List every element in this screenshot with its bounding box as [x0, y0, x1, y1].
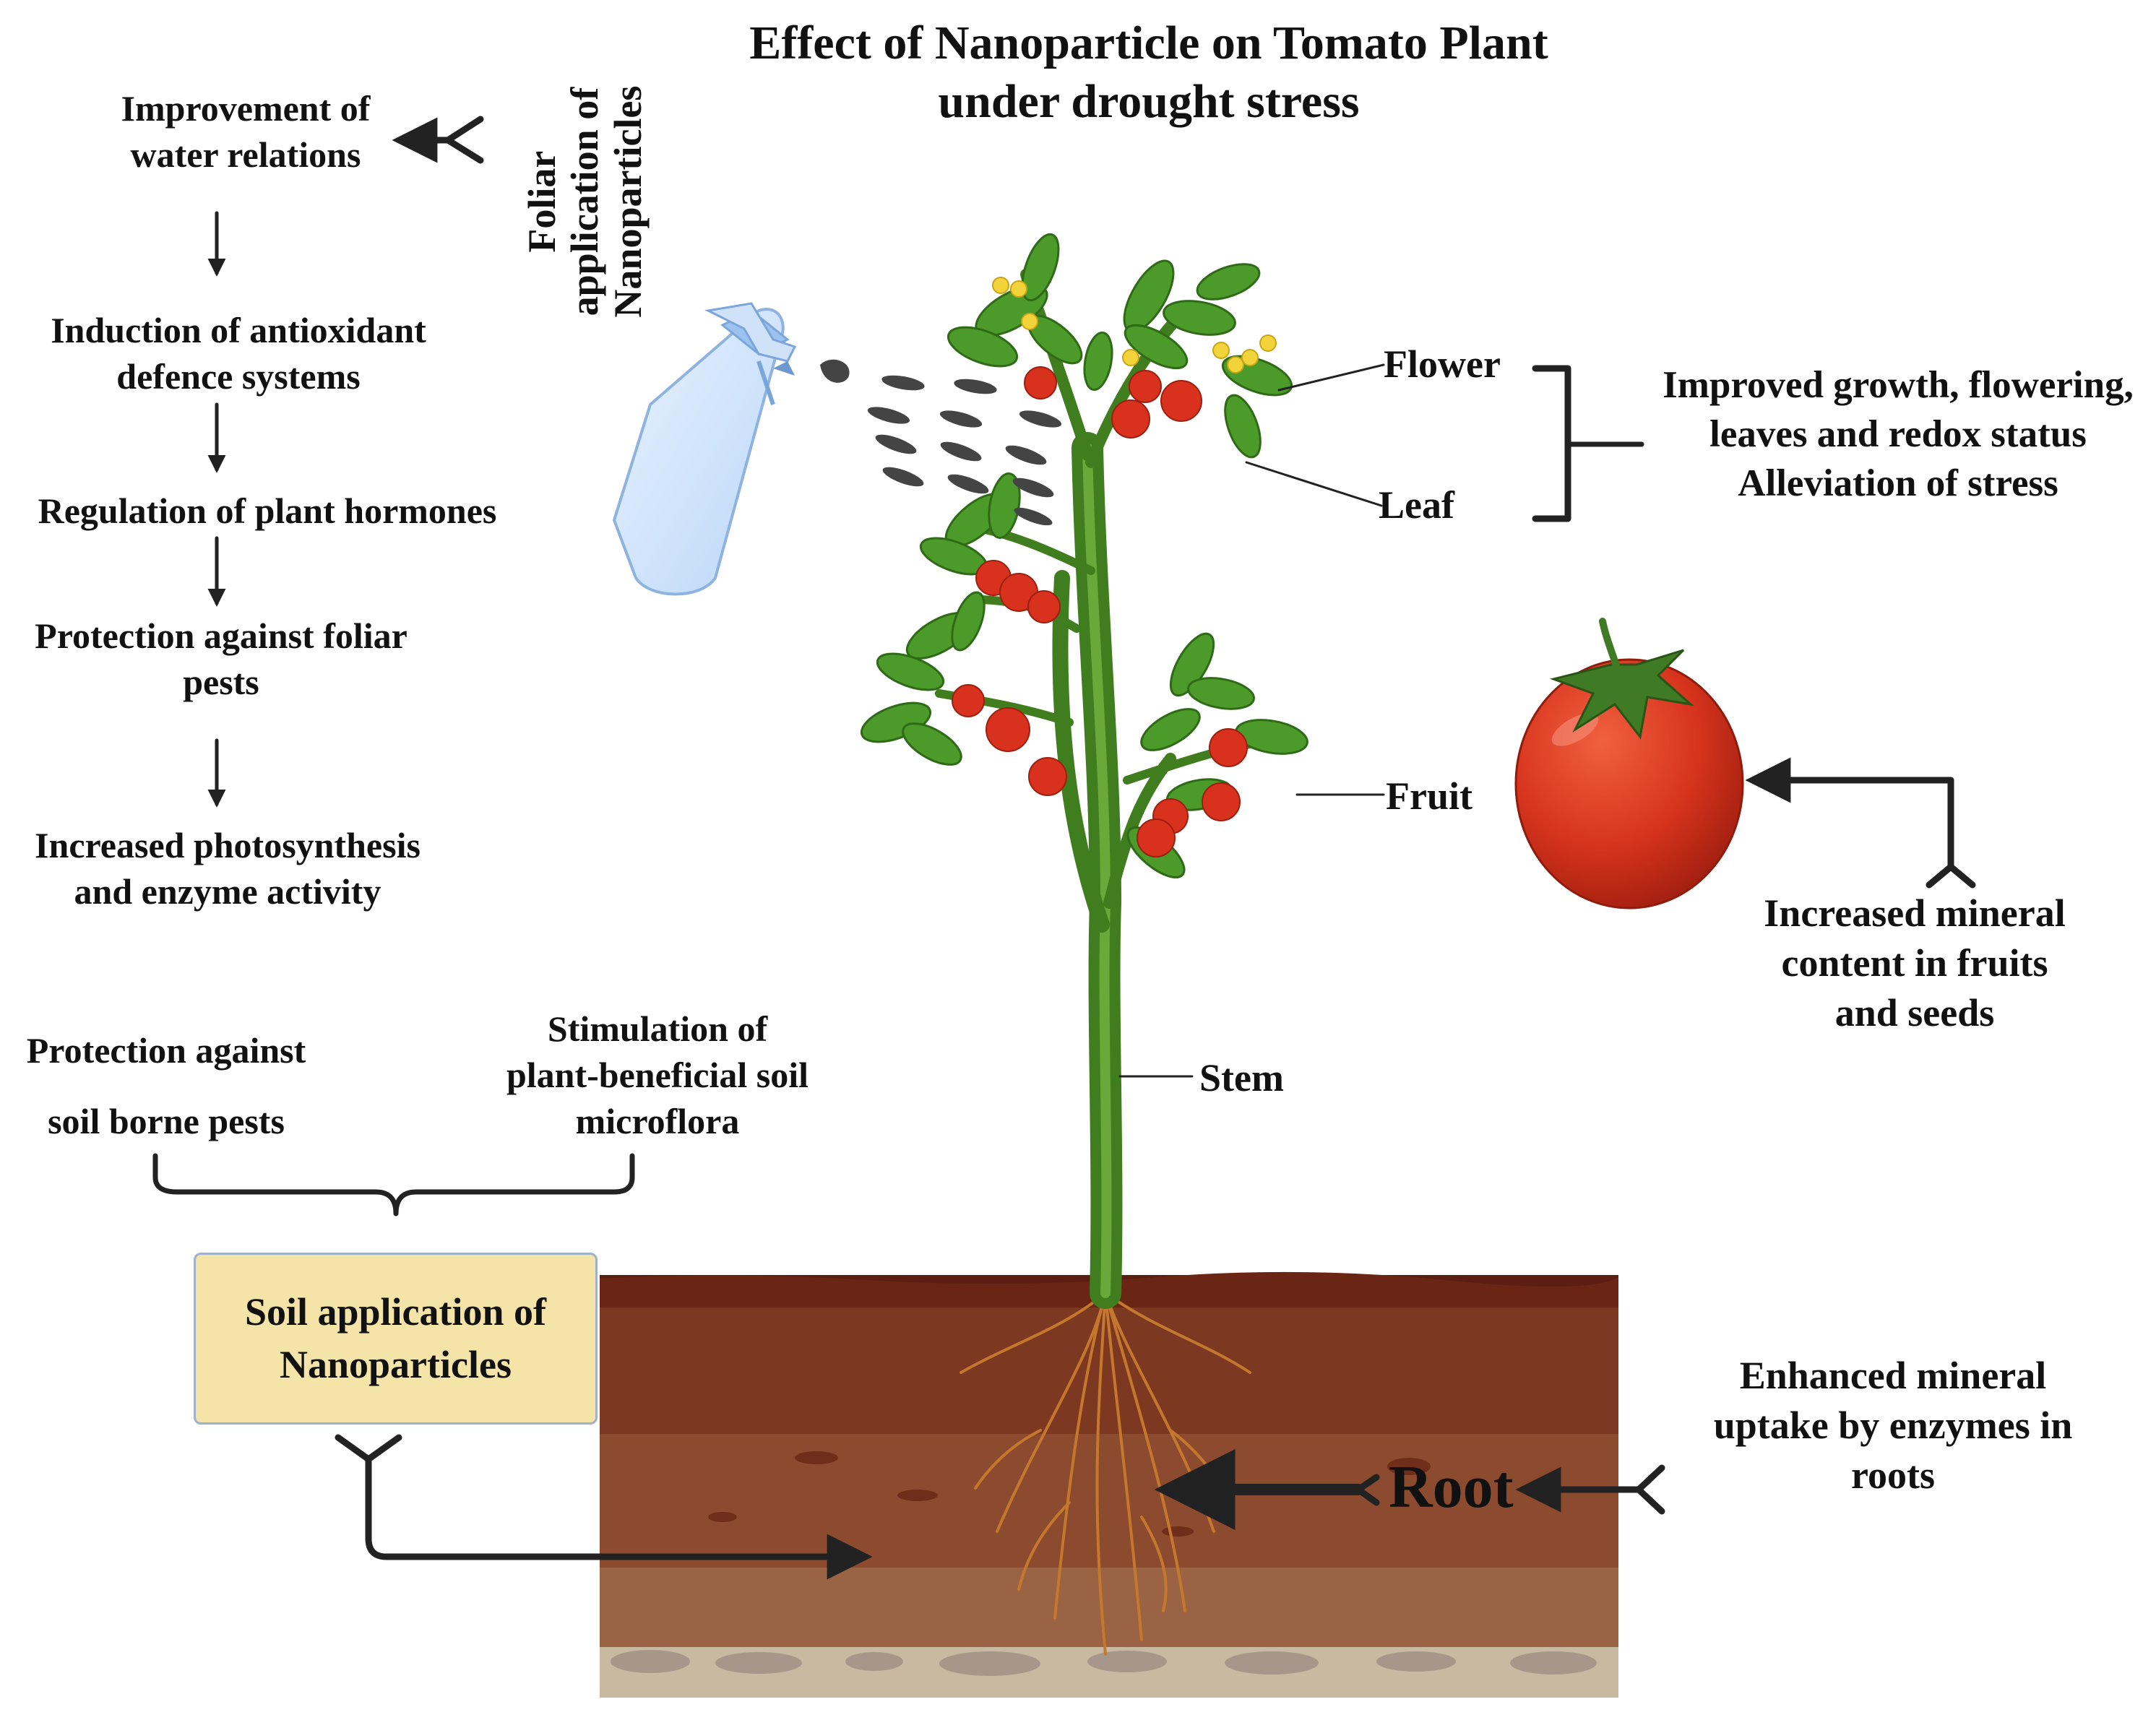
soil-pests-line: soil borne pests: [48, 1101, 285, 1141]
label-stem: Stem: [1199, 1056, 1284, 1099]
microflora-line: Stimulation of: [547, 1008, 768, 1049]
spray-bottle: [612, 302, 797, 596]
effect-line: leaves and redox status: [1709, 412, 2087, 455]
soil-pests-text: Protection against soil borne pests: [0, 1027, 332, 1144]
soil-box-line-1: Soil application of: [244, 1290, 547, 1334]
step-line: water relations: [130, 134, 361, 175]
soil-cross-section: [600, 1271, 1618, 1698]
step-line: Regulation of plant hormones: [38, 490, 497, 531]
step-line: Induction of antioxidant: [51, 310, 426, 350]
effect-line: and seeds: [1834, 991, 1995, 1035]
step-line: Improvement of: [121, 88, 371, 129]
step-line: defence systems: [116, 356, 361, 397]
connectors: [152, 116, 1976, 1580]
soil-application-box: Soil application of Nanoparticles: [194, 1253, 598, 1425]
spray-droplets: [820, 359, 1062, 526]
effect-line: Improved growth, flowering,: [1663, 364, 2134, 406]
microflora-line: plant-beneficial soil: [506, 1055, 809, 1095]
label-root: Root: [1389, 1453, 1514, 1521]
foliar-step-water-relations: Improvement of water relations: [72, 85, 419, 178]
foliar-label-line-2: application of: [563, 87, 607, 316]
effect-mineral-root-text: Enhanced mineral uptake by enzymes in ro…: [1676, 1351, 2110, 1500]
effect-mineral-fruit-text: Increased mineral content in fruits and …: [1720, 889, 2110, 1038]
step-line: and enzyme activity: [74, 871, 381, 912]
step-line: Increased photosynthesis: [35, 825, 421, 865]
plant-flowers: [992, 277, 1277, 373]
label-fruit: Fruit: [1386, 774, 1472, 818]
effect-line: uptake by enzymes in: [1713, 1404, 2073, 1448]
effect-line: roots: [1851, 1453, 1935, 1498]
microflora-line: microflora: [575, 1101, 740, 1141]
effect-line: content in fruits: [1781, 941, 2048, 985]
foliar-step-hormones: Regulation of plant hormones: [7, 488, 527, 534]
effect-line: Enhanced mineral: [1739, 1354, 2047, 1397]
soil-microflora-text: Stimulation of plant-beneficial soil mic…: [484, 1006, 831, 1144]
label-leaf: Leaf: [1379, 483, 1454, 527]
foliar-label-line-3: Nanoparticles: [605, 85, 650, 318]
effect-line: Alleviation of stress: [1738, 462, 2058, 504]
diagram-title: Effect of Nanoparticle on Tomato Plant u…: [672, 14, 1626, 131]
soil-pests-line: Protection against: [26, 1030, 306, 1071]
foliar-label-line-1: Foliar: [519, 150, 564, 253]
label-flower: Flower: [1384, 342, 1501, 386]
foliar-step-antioxidant: Induction of antioxidant defence systems: [14, 307, 462, 399]
large-tomato: [1514, 618, 1744, 909]
title-line-1: Effect of Nanoparticle on Tomato Plant: [749, 17, 1548, 69]
foliar-step-foliar-pests: Protection against foliar pests: [0, 613, 442, 705]
effect-growth-text: Improved growth, flowering, leaves and r…: [1640, 361, 2156, 508]
foliar-step-photosynthesis: Increased photosynthesis and enzyme acti…: [7, 822, 448, 915]
soil-box-line-2: Nanoparticles: [280, 1343, 512, 1386]
step-line: pests: [183, 662, 259, 702]
step-line: Protection against foliar: [35, 615, 408, 656]
plant-fruits: [952, 366, 1248, 857]
effect-line: Increased mineral: [1764, 891, 2066, 935]
title-line-2: under drought stress: [938, 74, 1360, 128]
